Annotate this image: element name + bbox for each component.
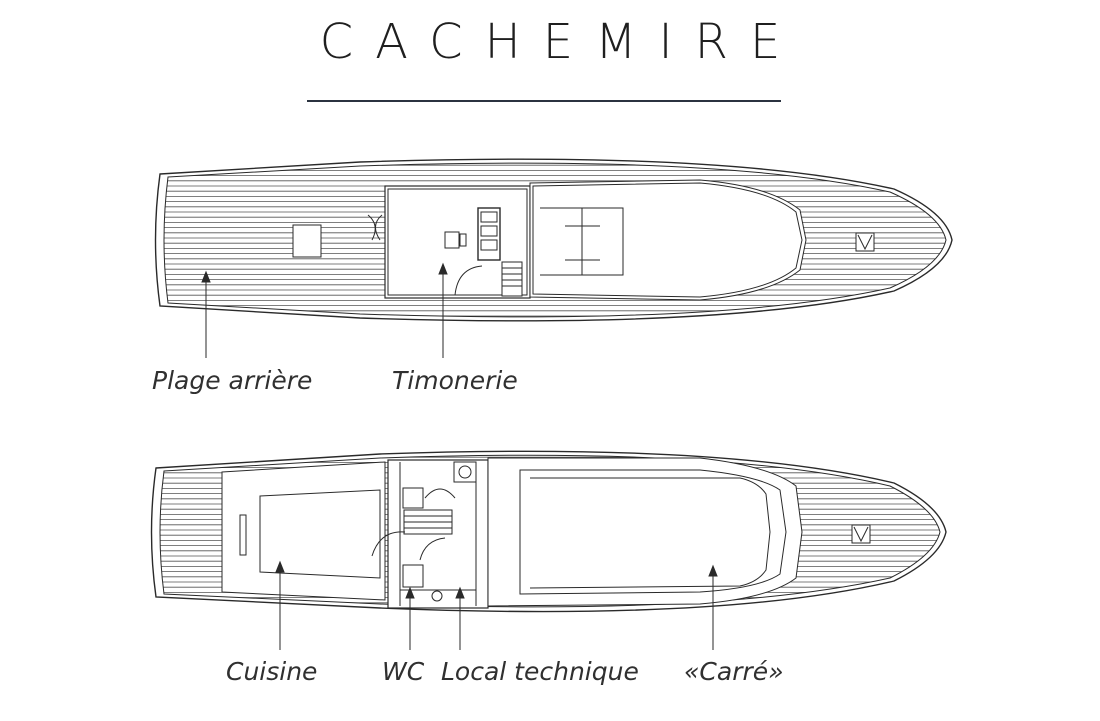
saloon-area — [487, 457, 803, 607]
upper-inner-rail — [163, 162, 947, 318]
label-plage-arriere: Plage arrière — [152, 366, 313, 395]
lower-hull-outline — [150, 450, 947, 613]
aft-hatch — [292, 224, 322, 258]
upper-deck-plan — [154, 158, 953, 322]
label-wc: WC — [382, 657, 425, 686]
upper-leaders — [201, 262, 448, 358]
title-underline — [307, 100, 781, 102]
lower-stairs — [403, 509, 453, 535]
bow-locker — [855, 232, 875, 252]
label-local-technique: Local technique — [441, 657, 639, 686]
page-title: CACHEMIRE — [319, 14, 803, 70]
upper-stairs — [501, 261, 523, 297]
lower-leaders — [275, 560, 718, 650]
helm-console — [477, 207, 501, 261]
upper-hull-outline — [154, 158, 953, 322]
lower-deck-plan — [150, 450, 947, 613]
lower-bow-locker — [851, 524, 871, 544]
cabin-top — [529, 179, 807, 301]
helm-seat — [444, 231, 460, 249]
label-carre: «Carré» — [684, 657, 784, 686]
label-cuisine: Cuisine — [226, 657, 318, 686]
foredeck-hatch — [581, 207, 624, 276]
label-timonerie: Timonerie — [392, 366, 518, 395]
